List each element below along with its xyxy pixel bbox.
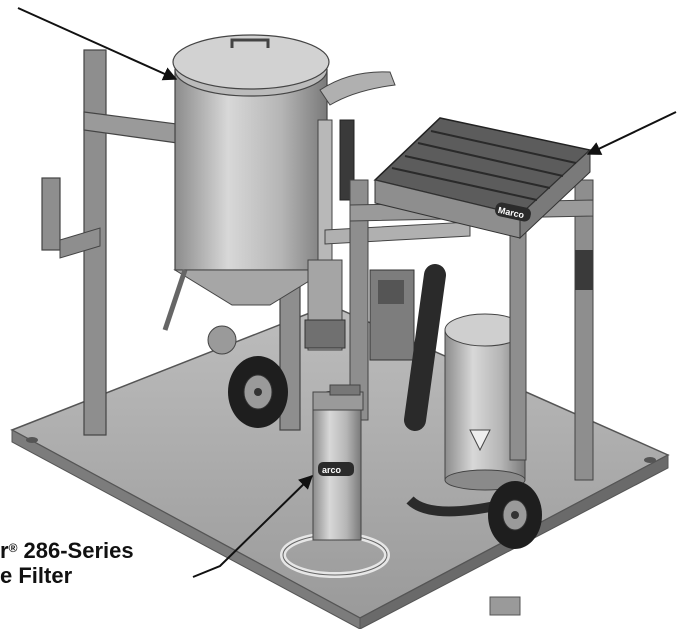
vessel-lid-arrow xyxy=(17,7,178,81)
filter-arrow xyxy=(192,475,314,578)
inline-filter: arco xyxy=(280,384,390,578)
grate-arrow xyxy=(586,111,677,155)
leader-arrows xyxy=(17,7,677,578)
filter-callout: r® 286-Series e Filter xyxy=(0,538,134,588)
dust-collector: Marco xyxy=(373,117,592,240)
blast-vessel xyxy=(162,34,396,355)
filter-callout-line2: e Filter xyxy=(0,563,73,588)
blast-hose xyxy=(404,264,502,517)
left-wheel xyxy=(228,356,288,428)
registered-mark: ® xyxy=(8,541,18,555)
filter-callout-line1: r® 286-Series xyxy=(0,538,134,563)
filter-nameplate: arco xyxy=(322,465,342,475)
piping xyxy=(304,119,471,361)
right-wheel xyxy=(488,481,542,549)
